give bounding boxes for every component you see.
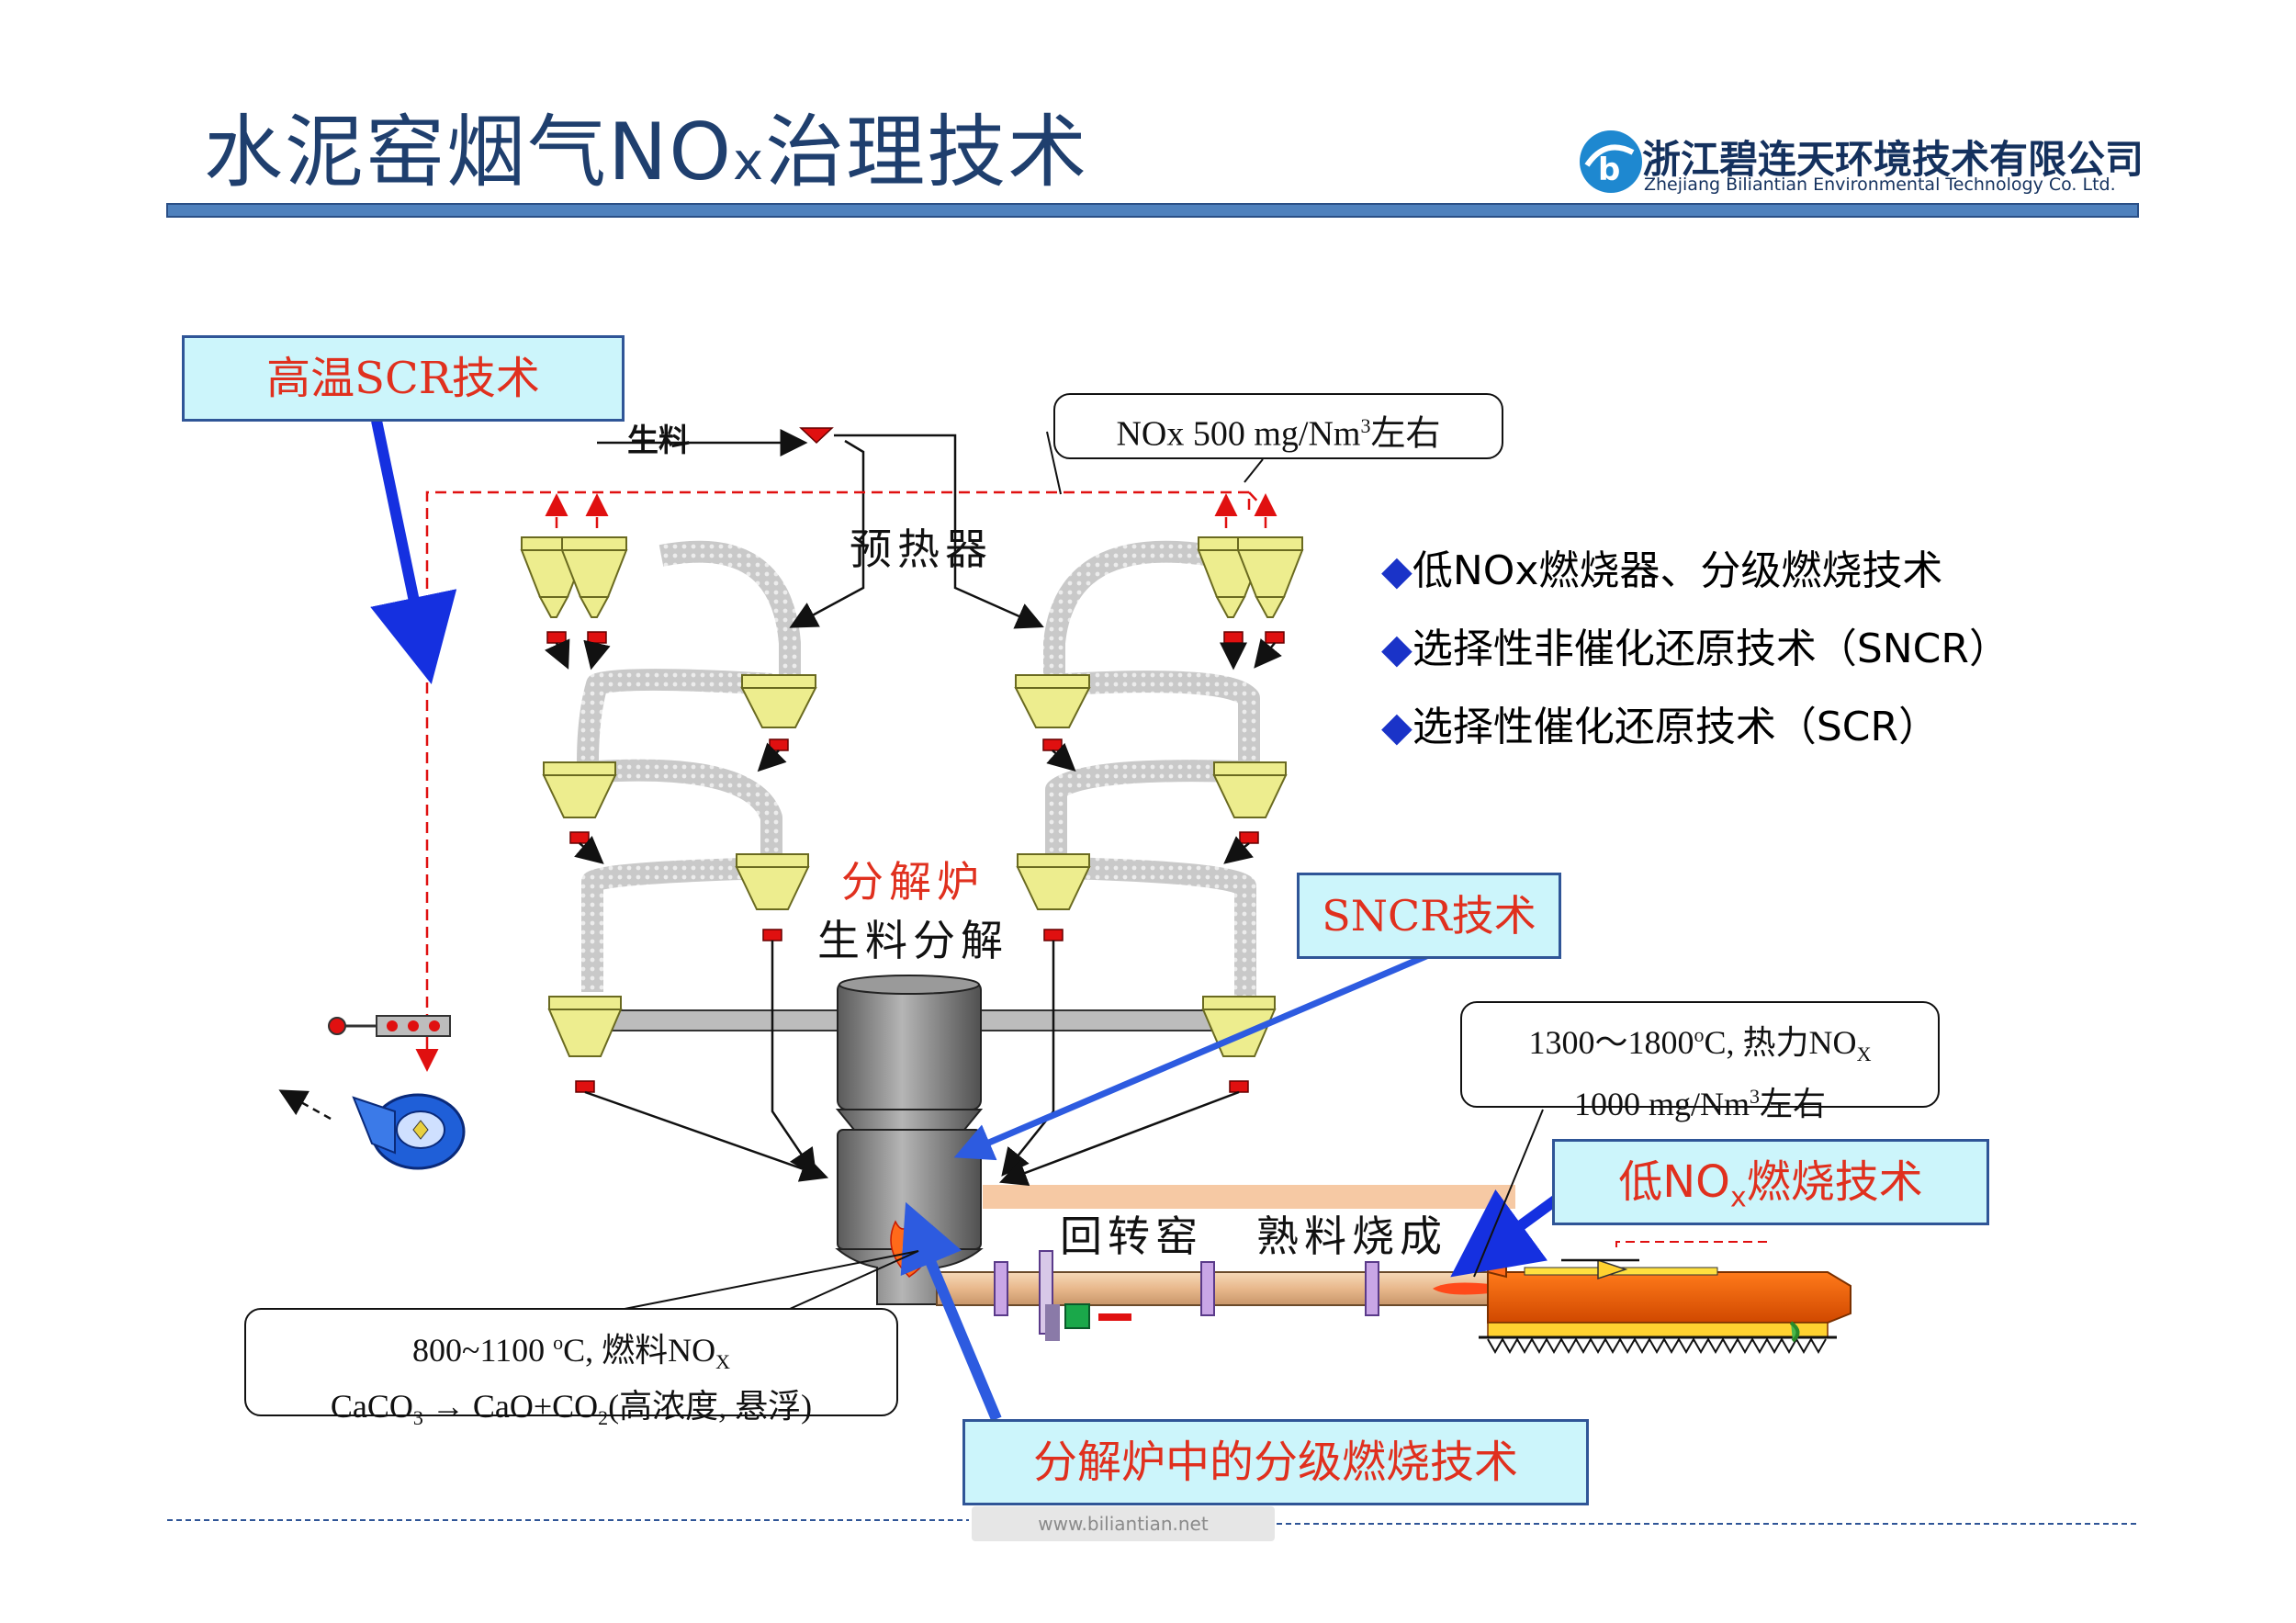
clinker-cooler xyxy=(1479,1241,1851,1355)
label-preheater: 预热器 xyxy=(850,524,993,574)
scr-callout-arrow xyxy=(370,419,457,684)
callout-low-nox-burner: 低NOx燃烧技术 xyxy=(1552,1139,1989,1225)
staged-callout-arrow xyxy=(900,1201,1002,1422)
callout-sncr: SNCR技术 xyxy=(1297,873,1561,959)
flue-gas-dashed-line xyxy=(415,490,1277,1072)
footer-url[interactable]: www.biliantian.net xyxy=(972,1506,1275,1541)
callout-staged-combustion: 分解炉中的分级燃烧技术 xyxy=(962,1419,1589,1505)
bullet-scr: ◆选择性催化还原技术（SCR） xyxy=(1381,704,1940,750)
label-raw-decomposition: 生料分解 xyxy=(817,916,1008,965)
right-connector-bar xyxy=(980,1009,1232,1031)
low-nox-callout-arrow xyxy=(1450,1189,1565,1278)
company-name-en: Zhejiang Biliantian Environmental Techno… xyxy=(1644,175,2116,195)
nox500-pointer xyxy=(1046,431,1062,495)
cyclone-right-4 xyxy=(1016,853,1091,910)
callout-high-temp-scr: 高温SCR技术 xyxy=(182,335,625,422)
company-name-cn: 浙江碧连天环境技术有限公司 xyxy=(1642,137,2144,182)
label-calciner: 分解炉 xyxy=(841,857,985,907)
company-logo-icon: b xyxy=(1580,130,1642,193)
kiln-note-pointer xyxy=(1473,1109,1544,1278)
calciner-note-pointer xyxy=(619,1250,919,1311)
bullet-low-nox-burner: ◆低NOx燃烧器、分级燃烧技术 xyxy=(1381,547,1943,594)
note-kiln-thermal-nox: 1300～1800oC, 热力NOX 1000 mg/Nm3左右 xyxy=(1460,1001,1940,1122)
cyclone-left-5 xyxy=(547,996,623,1057)
induced-draft-fan-icon xyxy=(278,1089,466,1170)
header-rule xyxy=(166,203,2139,218)
cyclone-left-top-b xyxy=(560,536,628,618)
preheater-ducts xyxy=(577,540,1260,997)
cyclone-left-4 xyxy=(735,853,810,910)
cyclone-left-3 xyxy=(542,761,617,818)
cyclone-right-2 xyxy=(1014,674,1091,728)
rotary-kiln xyxy=(936,1185,1525,1341)
page-title: 水泥窑烟气NOx治理技术 xyxy=(204,107,1089,198)
label-rotary-kiln: 回转窑 xyxy=(1060,1212,1203,1261)
material-flow-lines xyxy=(545,429,1639,1262)
cyclones xyxy=(520,536,1304,1057)
label-clinker-burning: 熟料烧成 xyxy=(1256,1212,1447,1261)
note-calciner-fuel-nox: 800~1100 oC, 燃料NOX CaCO3 → CaO+CO2(高浓度, … xyxy=(244,1308,898,1429)
svg-text:b: b xyxy=(1598,152,1620,188)
heat-exchanger-icon xyxy=(328,1015,451,1037)
cyclone-right-top-b xyxy=(1236,536,1304,618)
left-connector-bar xyxy=(596,1009,846,1031)
cyclone-left-2 xyxy=(740,674,817,728)
label-raw-meal: 生料 xyxy=(627,423,690,459)
note-nox-500: NOx 500 mg/Nm3左右 xyxy=(1053,393,1503,459)
cyclone-right-3 xyxy=(1212,761,1288,818)
bullet-sncr: ◆选择性非催化还原技术（SNCR） xyxy=(1381,626,2009,672)
sncr-callout-arrow xyxy=(953,950,1435,1161)
